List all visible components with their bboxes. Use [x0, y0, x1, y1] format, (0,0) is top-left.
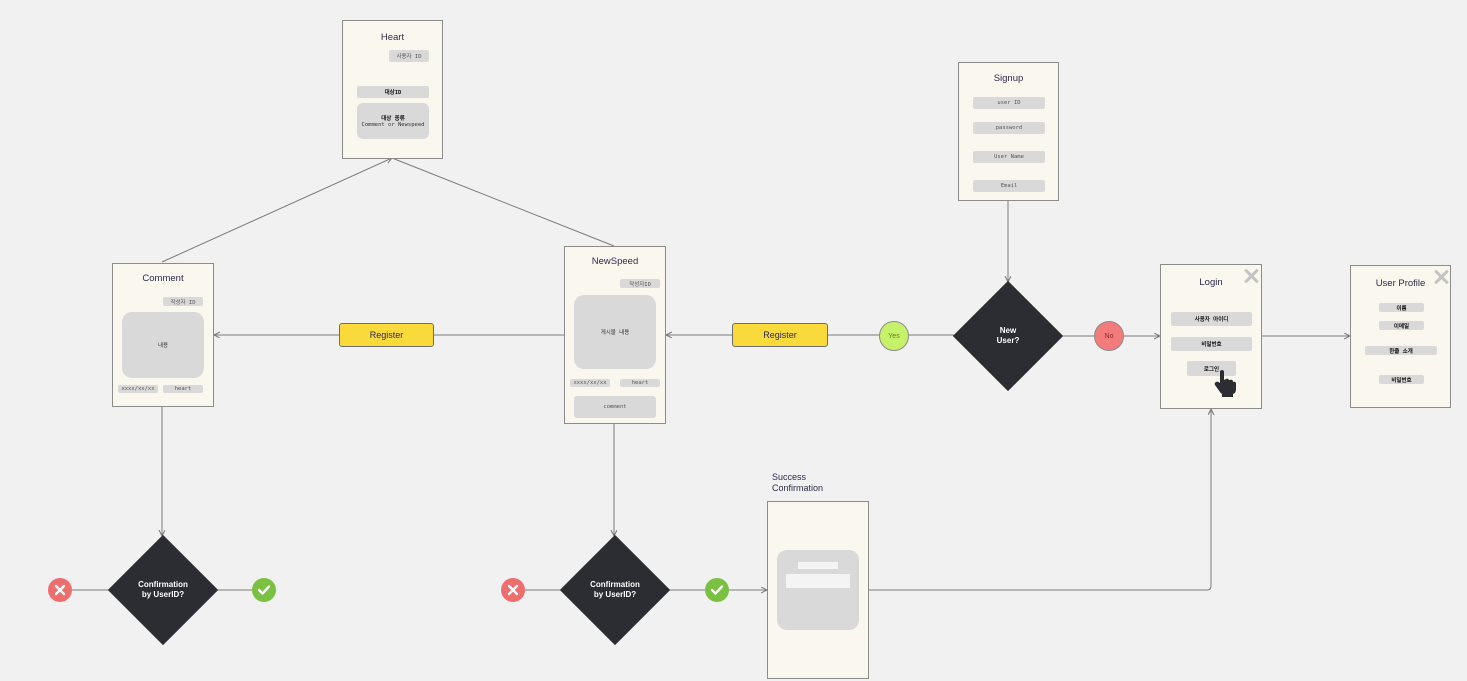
heart-user-id-field[interactable]: 사용자 ID — [389, 50, 429, 62]
login-password-field[interactable]: 비밀번호 — [1171, 337, 1252, 351]
cross-icon — [48, 578, 72, 602]
signup-title: Signup — [993, 73, 1024, 84]
newspeed-confirm-line2: by UserID? — [593, 590, 637, 599]
login-title: Login — [1199, 277, 1223, 288]
signup-username-field[interactable]: User Name — [973, 151, 1045, 163]
comment-title: Comment — [142, 273, 184, 284]
newspeed-card: NewSpeed 작성자ID 게시물 내용 xxxx/xx/xx heart c… — [564, 246, 666, 424]
profile-password-field[interactable]: 비밀번호 — [1379, 375, 1424, 384]
success-dialog-header — [798, 562, 838, 569]
heart-target-type-sub: Comment or Newspeed — [361, 122, 425, 128]
comment-heart-button[interactable]: heart — [163, 385, 203, 393]
user-profile-card: User Profile 이름 이메일 한줄 소개 비밀번호 — [1350, 265, 1451, 408]
success-card — [767, 501, 869, 679]
success-dialog-body — [786, 574, 850, 588]
profile-email-field[interactable]: 이메일 — [1379, 321, 1424, 330]
newspeed-author-field[interactable]: 작성자ID — [620, 279, 660, 288]
profile-bio-field[interactable]: 한줄 소개 — [1365, 346, 1437, 355]
signup-password-field[interactable]: password — [973, 122, 1045, 134]
login-card: Login 사용자 아이디 비밀번호 로그인 — [1160, 264, 1262, 409]
heart-card: Heart 사용자 ID 대상ID 대상 종류 Comment or Newsp… — [342, 20, 443, 159]
comment-date: xxxx/xx/xx — [118, 385, 158, 393]
comment-confirm-line2: by UserID? — [141, 590, 185, 599]
success-dialog — [777, 550, 859, 630]
new-user-label-line2: User? — [996, 336, 1020, 345]
comment-confirm-line1: Confirmation — [138, 580, 188, 589]
signup-card: Signup user ID password User Name Email — [958, 62, 1059, 201]
new-user-label-line1: New — [999, 326, 1017, 335]
success-title-line2: Confirmation — [772, 483, 824, 493]
heart-title: Heart — [380, 32, 405, 43]
newspeed-comment-button[interactable]: comment — [574, 396, 656, 418]
yes-node: Yes — [879, 321, 909, 351]
success-title-line1: Success — [772, 472, 807, 482]
register-newspeed-button[interactable]: Register — [732, 323, 828, 347]
hand-pointer-icon — [1214, 370, 1236, 397]
heart-target-id-field[interactable]: 대상ID — [357, 86, 429, 98]
heart-target-type: 대상 종류 — [381, 116, 405, 122]
heart-target-type-box[interactable]: 대상 종류 Comment or Newspeed — [357, 103, 429, 139]
comment-card: Comment 작성자 ID 내용 xxxx/xx/xx heart — [112, 263, 214, 407]
register-comment-button[interactable]: Register — [339, 323, 434, 347]
comment-body[interactable]: 내용 — [122, 312, 204, 378]
check-icon — [252, 578, 276, 602]
success-title: Success Confirmation — [772, 472, 823, 494]
newspeed-date: xxxx/xx/xx — [570, 379, 610, 387]
signup-email-field[interactable]: Email — [973, 180, 1045, 192]
login-username-field[interactable]: 사용자 아이디 — [1171, 312, 1252, 326]
signup-userid-field[interactable]: user ID — [973, 97, 1045, 109]
newspeed-body[interactable]: 게시물 내용 — [574, 295, 656, 369]
cross-icon — [501, 578, 525, 602]
newspeed-heart-button[interactable]: heart — [620, 379, 660, 387]
profile-name-field[interactable]: 이름 — [1379, 303, 1424, 312]
comment-author-field[interactable]: 작성자 ID — [163, 297, 203, 306]
no-node: No — [1094, 321, 1124, 351]
newspeed-title: NewSpeed — [591, 256, 639, 267]
user-profile-title: User Profile — [1375, 278, 1426, 289]
check-icon — [705, 578, 729, 602]
newspeed-confirm-line1: Confirmation — [590, 580, 640, 589]
